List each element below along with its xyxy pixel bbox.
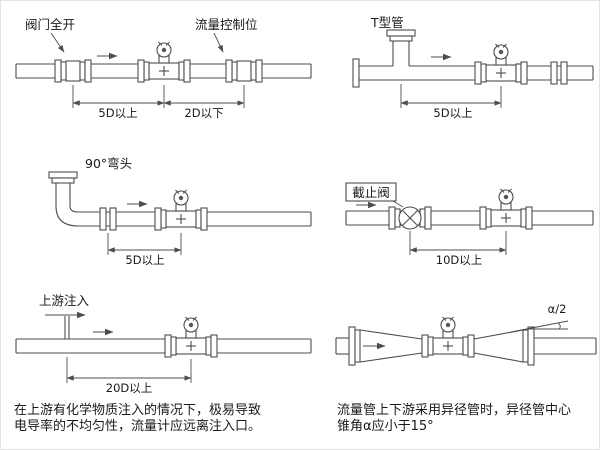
dimension-lines: 5D以上 <box>107 233 182 267</box>
dim-label: 5D以上 <box>125 253 164 267</box>
pipe <box>15 338 312 354</box>
dimension-lines: 20D以上 <box>66 357 192 395</box>
pipe <box>345 210 594 226</box>
cone-angle-annotation: α/2 <box>510 302 569 333</box>
t-branch-flange <box>386 29 416 42</box>
diagram-upstream-injection: 上游注入 20D以上 在上游有化学物质注入的情况下，极易导致 电导率的不均匀性，… <box>14 293 312 434</box>
pipe-flange-joint <box>99 207 117 231</box>
reducer-flange <box>354 329 361 363</box>
dimension-lines: 5D以上 2D以下 <box>72 85 245 120</box>
pipe-flange-joint <box>550 61 568 85</box>
note-injection-line2: 电导率的不均匀性，流量计应远离注入口。 <box>14 418 261 434</box>
flowmeter <box>137 41 191 83</box>
note-reducer-line2: 锥角α应小于15° <box>337 418 434 434</box>
note-reducer-line1: 流量管上下游采用异径管时，异径管中心 <box>337 403 571 418</box>
label-90-elbow: 90°弯头 <box>85 156 132 171</box>
reducer-cone-left <box>359 329 423 363</box>
dim-label: 5D以上 <box>433 106 472 120</box>
reducer-flange <box>522 329 529 363</box>
pipe <box>534 337 597 355</box>
flowmeter <box>421 316 475 358</box>
dim-label-downstream: 2D以下 <box>184 106 223 120</box>
stop-valve <box>388 206 432 230</box>
diagram-valve-fully-open: 阀门全开 流量控制位 5D以上 2D以下 <box>15 17 312 120</box>
diagram-stop-valve: 截止阀 10D以上 <box>345 182 594 267</box>
label-t-pipe: T型管 <box>370 15 404 30</box>
control-valve <box>225 59 263 83</box>
label-stop-valve: 截止阀 <box>352 185 390 200</box>
upstream-valve <box>54 59 92 83</box>
flowmeter <box>479 188 533 230</box>
dim-label: 10D以上 <box>436 253 483 267</box>
flowmeter <box>164 316 218 358</box>
elbow-inlet-flange <box>48 171 78 184</box>
leader-valve-label <box>50 32 65 53</box>
reducer-flange <box>527 326 535 366</box>
label-valve-fully-open: 阀门全开 <box>25 17 75 32</box>
dim-label-upstream: 5D以上 <box>98 106 137 120</box>
dim-label: 20D以上 <box>106 381 153 395</box>
flowmeter <box>474 43 528 85</box>
reducer-cone-right <box>473 329 524 363</box>
label-flow-control-position: 流量控制位 <box>195 17 258 32</box>
reducer-flange <box>348 326 356 366</box>
stop-valve-label-box <box>345 182 397 202</box>
diagram-90-elbow: 90°弯头 5D以上 <box>48 156 312 267</box>
diagram-t-pipe: T型管 5D以上 <box>352 15 594 120</box>
pipe <box>335 337 349 355</box>
dimension-lines: 10D以上 <box>409 231 507 267</box>
diagram-reducer: α/2 流量管上下游采用异径管时，异径管中心 锥角α应小于15° <box>335 302 597 434</box>
injection-tube <box>64 316 70 339</box>
label-upstream-injection: 上游注入 <box>39 293 90 308</box>
leader-stop-valve <box>392 200 404 208</box>
flowmeter <box>154 189 208 231</box>
note-injection-line1: 在上游有化学物质注入的情况下，极易导致 <box>14 402 261 418</box>
dimension-lines: 5D以上 <box>400 84 502 120</box>
leader-control-label <box>213 32 224 53</box>
label-cone-half-angle: α/2 <box>548 302 567 316</box>
